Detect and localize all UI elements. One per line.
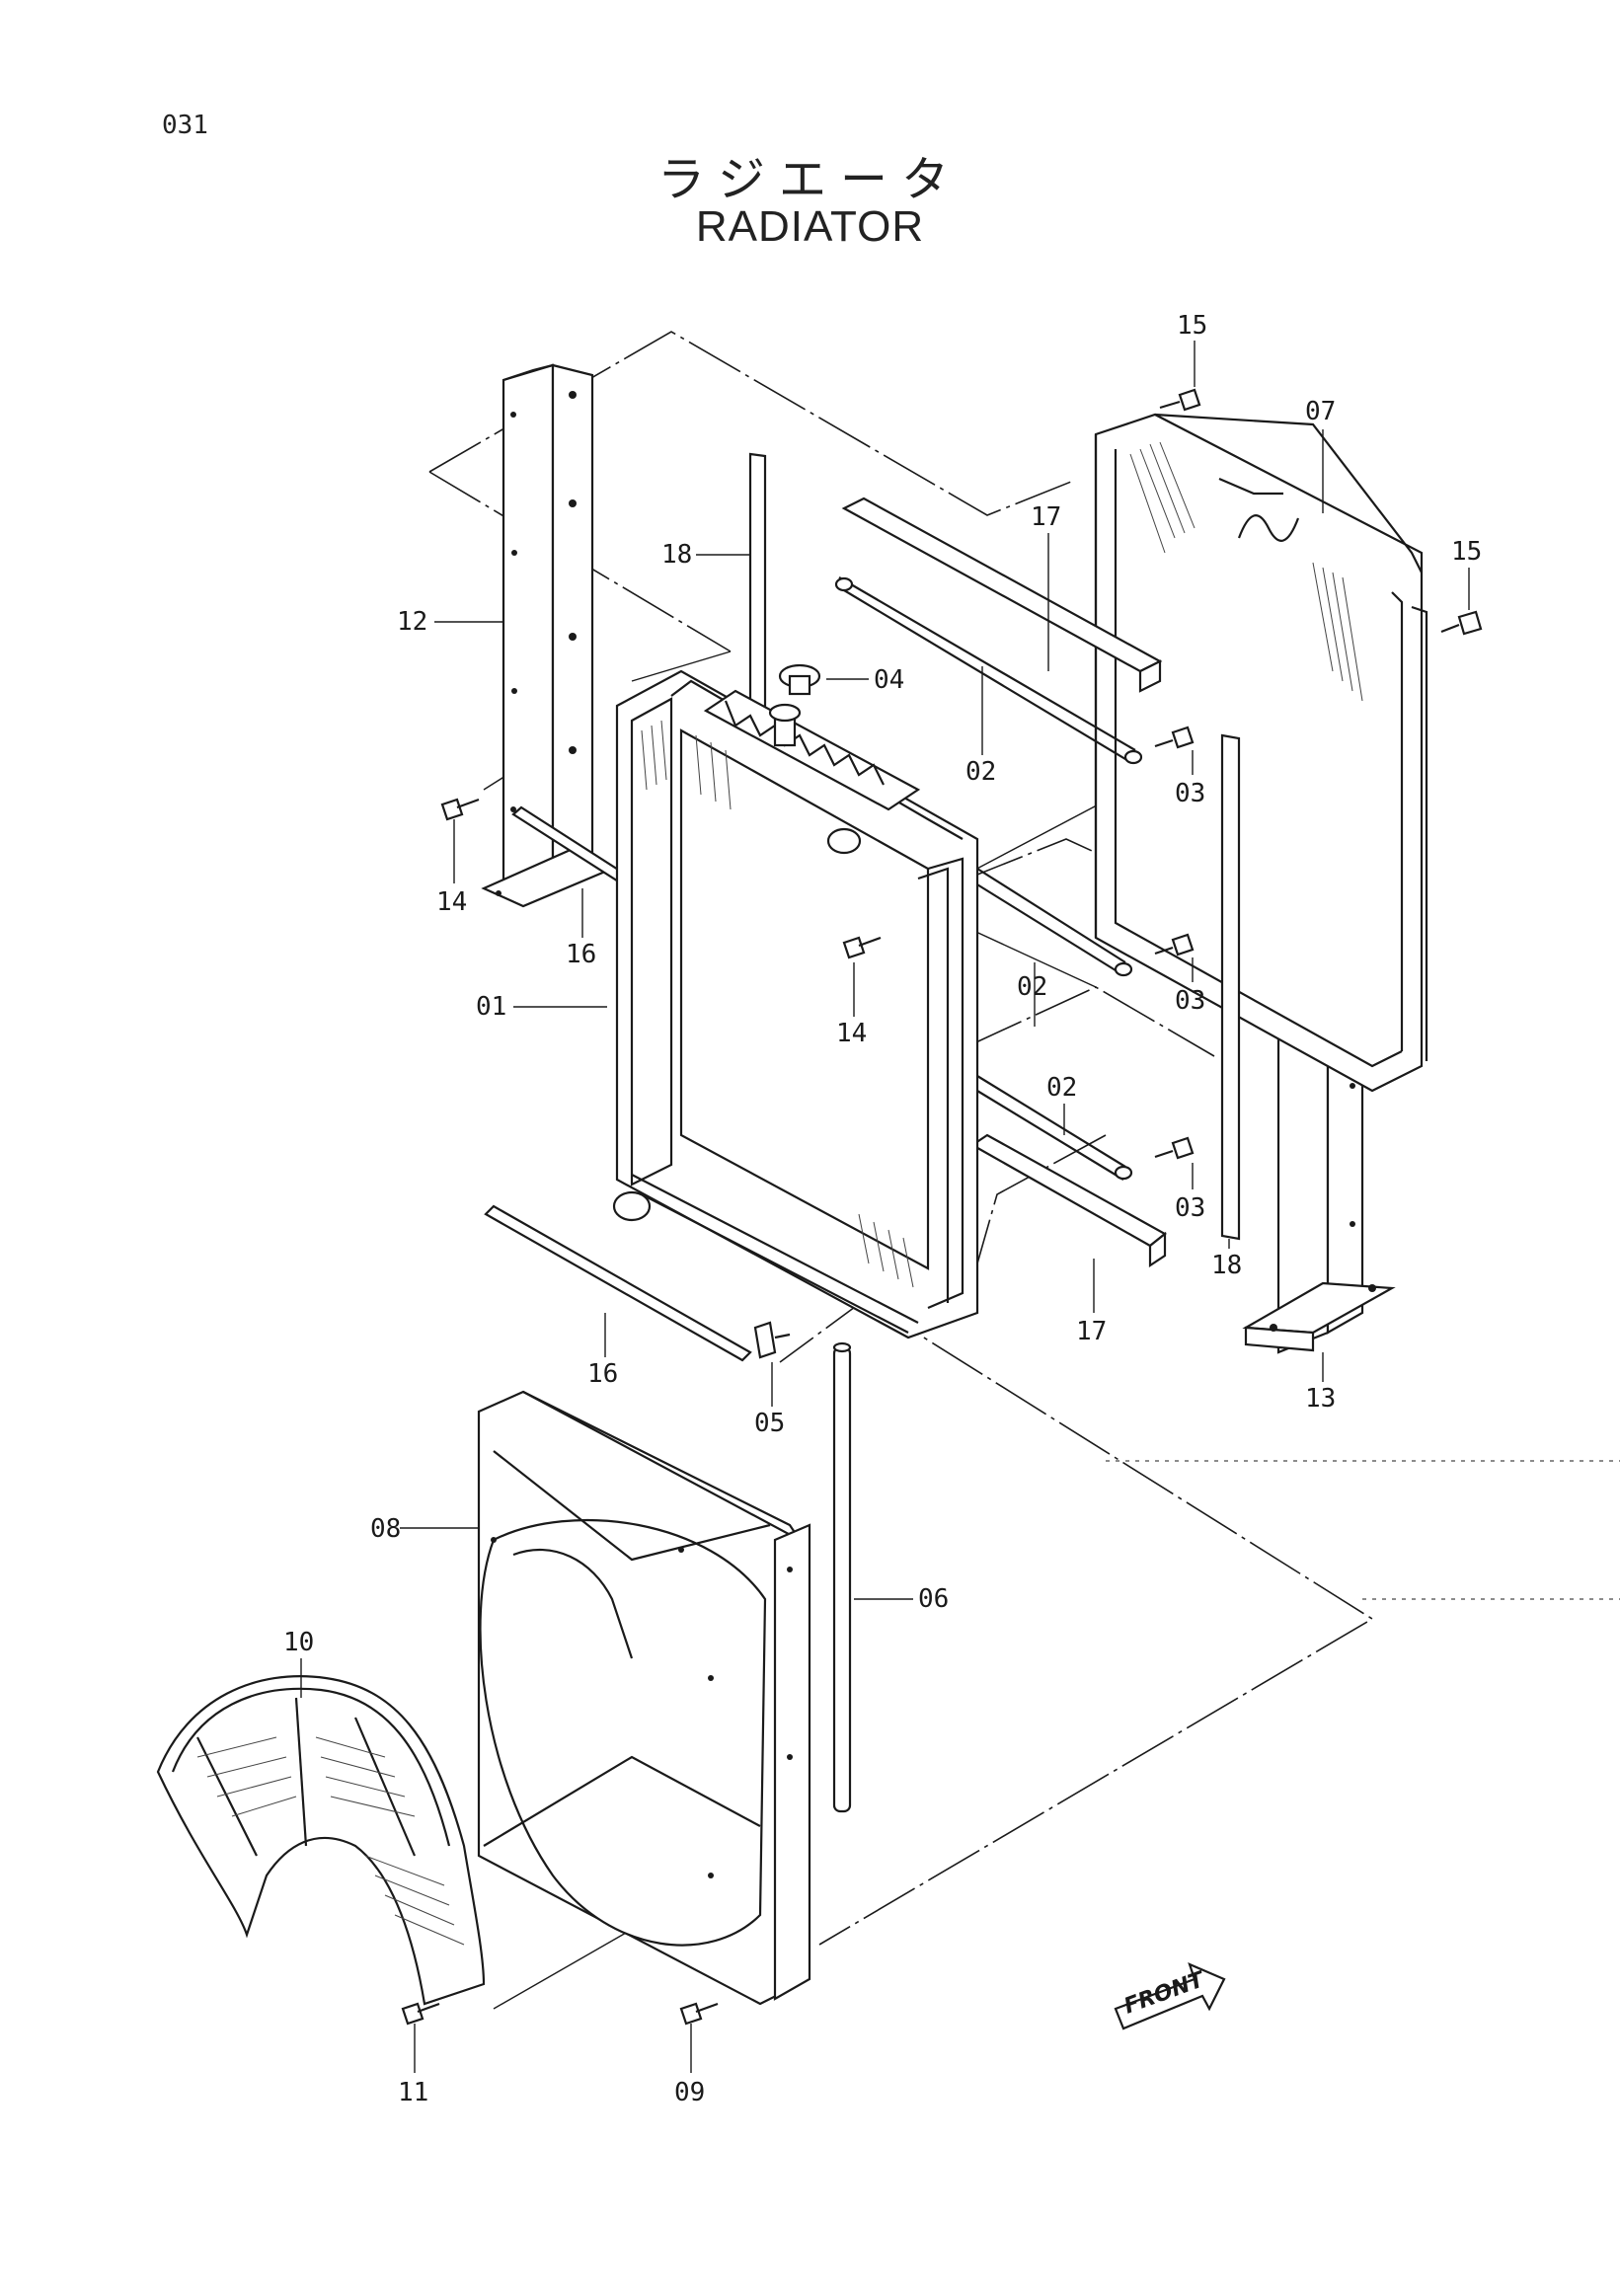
drain-hose-part-06 xyxy=(832,1341,852,1813)
callout-03-middle: 03 xyxy=(1175,986,1205,1016)
title-japanese: ラジエータ xyxy=(656,152,964,207)
callout-02-upper: 02 xyxy=(965,757,996,787)
callout-02-lower: 02 xyxy=(1046,1073,1077,1103)
callout-06: 06 xyxy=(918,1584,949,1614)
callout-08: 08 xyxy=(370,1514,401,1544)
callout-18-upper: 18 xyxy=(661,540,692,570)
callout-09: 09 xyxy=(674,2078,705,2107)
seal-strip-part-18-upper xyxy=(748,452,767,713)
fan-guard-part-10 xyxy=(156,1675,486,2006)
callout-07: 07 xyxy=(1305,397,1336,426)
stay-part-02-middle xyxy=(971,868,1133,977)
bolt-part-14-left xyxy=(440,798,480,821)
leader-lines xyxy=(300,341,1470,2073)
callout-labels: 15 15 07 17 18 12 04 02 03 14 16 02 03 0… xyxy=(283,311,1482,2107)
bolt-part-09 xyxy=(679,2002,719,2026)
callout-11: 11 xyxy=(398,2078,428,2107)
callout-04: 04 xyxy=(874,665,904,695)
callout-03-lower: 03 xyxy=(1175,1193,1205,1223)
callout-16-lower: 16 xyxy=(587,1359,618,1389)
callout-02-middle: 02 xyxy=(1017,972,1047,1002)
stay-part-16-lower xyxy=(484,1204,752,1362)
radiator-cap-part-04 xyxy=(778,663,821,696)
page-number: 031 xyxy=(162,111,208,140)
callout-13: 13 xyxy=(1305,1384,1336,1414)
callout-17-upper: 17 xyxy=(1031,502,1061,532)
bolt-part-14-center xyxy=(842,936,882,959)
callout-03-upper: 03 xyxy=(1175,779,1205,808)
bolt-part-15-top xyxy=(1159,388,1201,412)
radiator-core-part-01 xyxy=(612,669,979,1339)
bolt-part-03-middle xyxy=(1154,933,1195,957)
shroud-part-07 xyxy=(1094,413,1428,1093)
callout-05: 05 xyxy=(754,1409,785,1438)
seal-strip-part-18-lower xyxy=(1220,733,1241,1241)
callout-18-lower: 18 xyxy=(1211,1251,1242,1280)
drain-cock-part-05 xyxy=(753,1321,791,1359)
seal-bar-part-17-lower xyxy=(969,1133,1167,1268)
bolt-part-03-upper xyxy=(1154,726,1195,749)
callout-10: 10 xyxy=(283,1628,314,1657)
callout-15-right: 15 xyxy=(1451,537,1482,567)
callout-14-center: 14 xyxy=(836,1019,867,1048)
front-direction-arrow: FRONT xyxy=(1114,1962,1226,2030)
stay-part-02-lower xyxy=(971,1075,1133,1181)
callout-16-upper: 16 xyxy=(566,940,596,969)
callout-01: 01 xyxy=(476,992,506,1022)
bolt-part-15-right xyxy=(1440,610,1483,636)
callout-14-left: 14 xyxy=(436,887,467,917)
fan-shroud-part-08 xyxy=(477,1390,811,2006)
bolt-part-11 xyxy=(401,2002,440,2026)
seal-bar-part-17-upper xyxy=(841,497,1163,693)
title-english: RADIATOR xyxy=(695,202,925,251)
callout-17-lower: 17 xyxy=(1076,1317,1107,1346)
callout-12: 12 xyxy=(397,607,427,637)
callout-15-top: 15 xyxy=(1177,311,1207,341)
bracket-left-part-12 xyxy=(481,363,615,908)
bolt-part-03-lower xyxy=(1154,1136,1195,1160)
stay-part-02-upper xyxy=(834,576,1143,765)
